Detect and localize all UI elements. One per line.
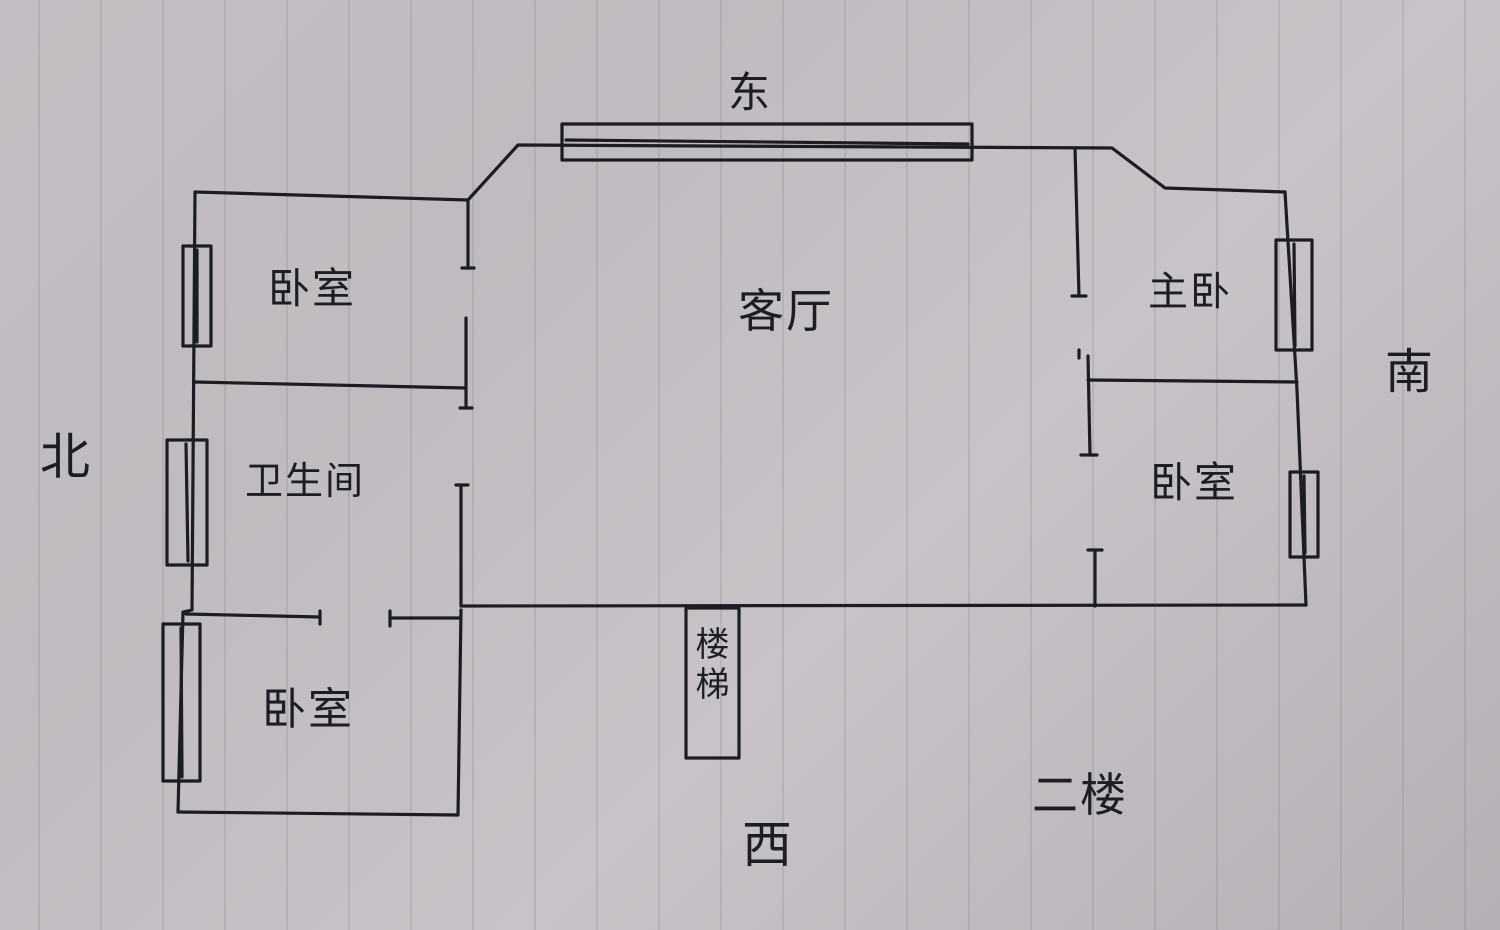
wall-master-bedroom-se xyxy=(1086,378,1299,384)
window-north-2 xyxy=(165,438,209,567)
wall-nw-bedroom-bath xyxy=(193,380,468,390)
label-south: 南 xyxy=(1385,344,1436,400)
label-living-room: 客厅 xyxy=(738,284,834,338)
label-bedroom-sw: 卧室 xyxy=(262,684,354,735)
label-master-bedroom: 主卧 xyxy=(1148,269,1232,315)
window-south-2 xyxy=(1288,470,1320,559)
outer-wall-bottom xyxy=(459,603,1308,608)
window-east xyxy=(560,122,974,162)
label-bedroom-se: 卧室 xyxy=(1150,458,1239,507)
label-north: 北 xyxy=(40,428,92,486)
window-north-3 xyxy=(161,622,202,783)
window-north-1 xyxy=(181,244,213,348)
outer-wall-south xyxy=(1283,190,1308,607)
stairs-box xyxy=(684,606,741,760)
label-floor: 二楼 xyxy=(1032,768,1128,822)
wall-se-living-upper xyxy=(1086,354,1092,457)
label-east: 东 xyxy=(728,68,773,117)
outer-wall-bottom-left xyxy=(176,608,463,817)
wall-master-living xyxy=(1073,146,1081,298)
label-stairs: 楼梯 xyxy=(689,626,729,706)
label-west: 西 xyxy=(742,816,794,874)
label-bathroom: 卫生间 xyxy=(245,459,366,503)
label-bedroom-nw: 卧室 xyxy=(268,264,357,313)
outer-wall-top xyxy=(193,143,1287,202)
window-south-1 xyxy=(1274,238,1314,352)
wall-bath-sw-bedroom xyxy=(184,612,322,619)
